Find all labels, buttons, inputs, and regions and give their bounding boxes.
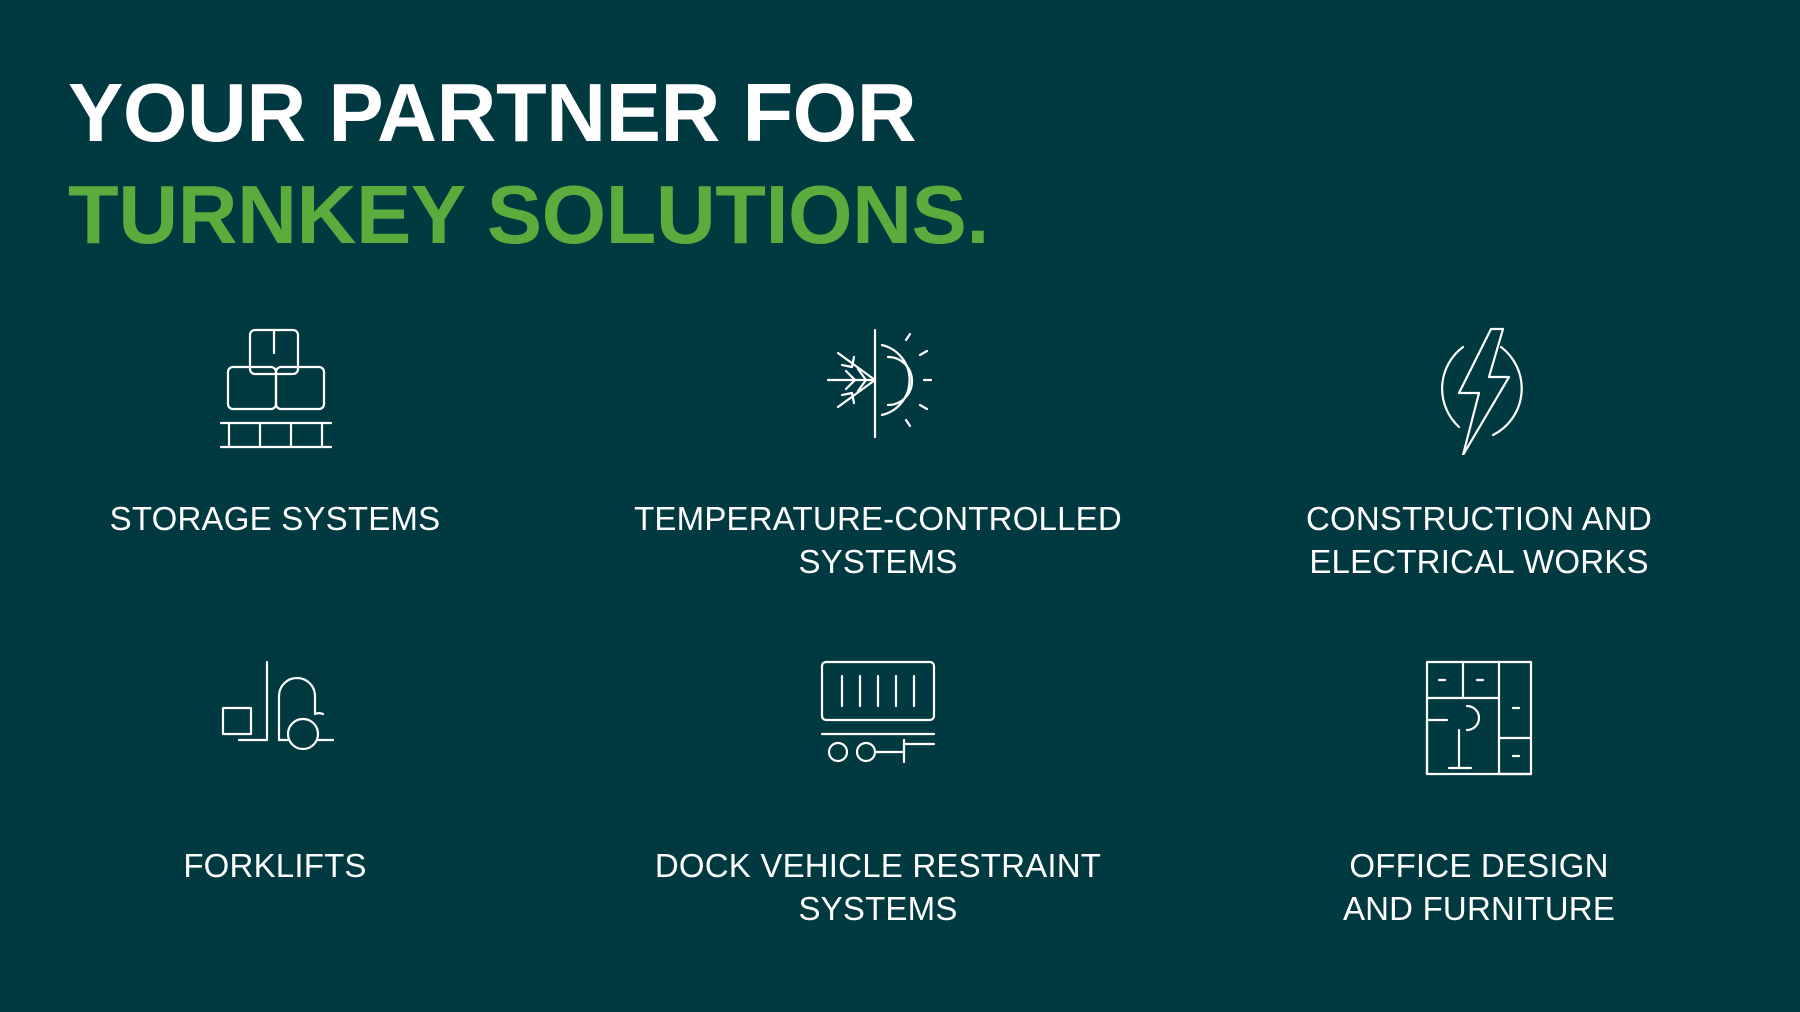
service-label: TEMPERATURE-CONTROLLED SYSTEMS <box>634 500 1122 580</box>
service-label: DOCK VEHICLE RESTRAINT SYSTEMS <box>654 847 1102 927</box>
service-label: OFFICE DESIGN AND FURNITURE <box>1342 847 1616 927</box>
headline-line-2: TURNKEY SOLUTIONS. <box>68 168 989 261</box>
dock-restraint-icon <box>818 648 938 788</box>
service-label: CONSTRUCTION AND ELECTRICAL WORKS <box>1305 500 1653 580</box>
page-title: YOUR PARTNER FOR TURNKEY SOLUTIONS. <box>68 62 989 266</box>
forklift-icon <box>215 648 335 788</box>
service-label: FORKLIFTS <box>183 847 367 884</box>
pallet-boxes-icon <box>215 315 335 455</box>
office-floorplan-icon <box>1419 648 1539 788</box>
service-label: STORAGE SYSTEMS <box>109 500 441 537</box>
lightning-bolt-icon <box>1419 315 1539 455</box>
snowflake-sun-icon <box>818 315 938 455</box>
headline-line-1: YOUR PARTNER FOR <box>68 66 917 159</box>
